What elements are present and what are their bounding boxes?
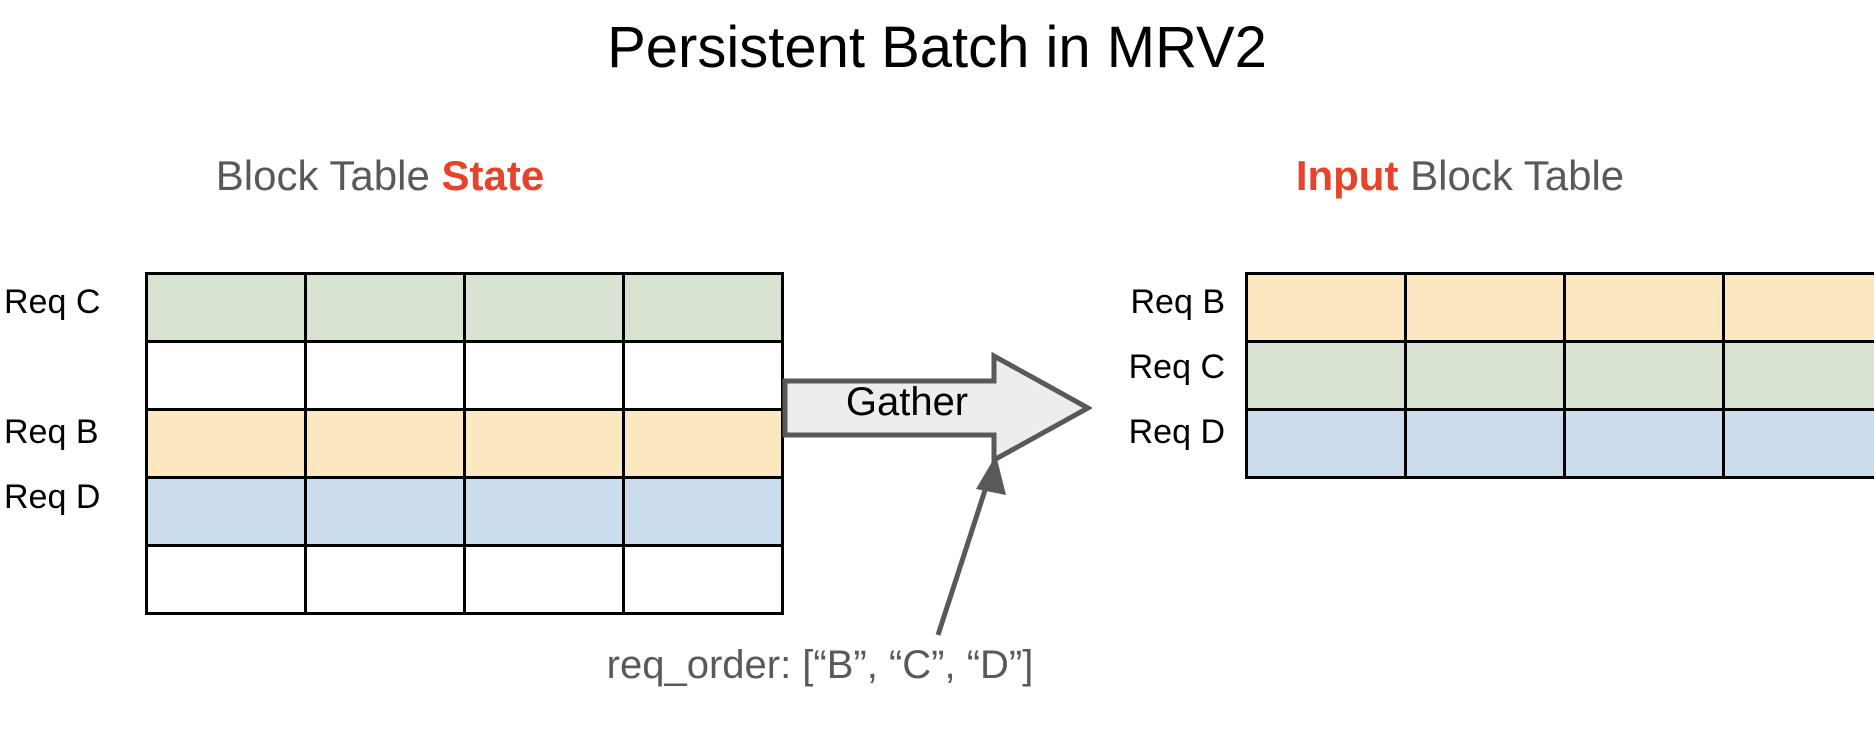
input-cell-r0c1 [1404,272,1566,343]
block-table-input [1245,272,1874,479]
state-cell-r3c3 [622,476,784,547]
table-row [1245,272,1874,343]
table-row [145,476,784,547]
right-heading-suffix: Block Table [1398,152,1625,199]
input-cell-r0c0 [1245,272,1407,343]
table-row [145,408,784,479]
state-cell-r2c3 [622,408,784,479]
gather-arrow [782,352,1092,464]
left-heading-accent: State [441,152,545,199]
input-cell-r1c2 [1563,340,1725,411]
gather-label: Gather [845,380,969,424]
input-cell-r2c2 [1563,408,1725,479]
page-title: Persistent Batch in MRV2 [607,15,1267,80]
input-cell-r0c3 [1722,272,1874,343]
left-panel-heading: Block Table State [120,152,640,200]
table-row [145,272,784,343]
state-cell-r3c1 [304,476,466,547]
state-cell-r3c2 [463,476,625,547]
state-cell-r4c3 [622,544,784,615]
table-row [1245,340,1874,411]
right-panel-heading: Input Block Table [1060,152,1860,200]
req-order-caption: req_order: [“B”, “C”, “D”] [606,643,1034,687]
state-cell-r1c1 [304,340,466,411]
state-cell-r4c2 [463,544,625,615]
input-row-label-req-c: Req C [1128,348,1225,386]
state-cell-r2c2 [463,408,625,479]
block-table-state [145,272,784,615]
state-cell-r2c1 [304,408,466,479]
right-heading-accent: Input [1295,152,1399,199]
input-cell-r1c1 [1404,340,1566,411]
state-cell-r1c2 [463,340,625,411]
state-cell-r0c2 [463,272,625,343]
state-cell-r1c3 [622,340,784,411]
input-cell-r1c3 [1722,340,1874,411]
state-cell-r4c1 [304,544,466,615]
left-heading-prefix: Block Table [215,152,442,199]
state-cell-r2c0 [145,408,307,479]
state-row-label-req-d: Req D [4,478,101,516]
state-cell-r3c0 [145,476,307,547]
req-order-pointer-arrow [900,455,1060,640]
state-cell-r1c0 [145,340,307,411]
table-row [145,340,784,411]
input-cell-r2c3 [1722,408,1874,479]
input-cell-r0c2 [1563,272,1725,343]
input-row-label-req-d: Req D [1128,413,1225,451]
state-cell-r0c1 [304,272,466,343]
state-row-label-req-c: Req C [4,283,101,321]
state-cell-r0c3 [622,272,784,343]
input-cell-r1c0 [1245,340,1407,411]
state-cell-r0c0 [145,272,307,343]
state-row-label-req-b: Req B [4,413,99,451]
input-row-label-req-b: Req B [1130,283,1226,321]
table-row [1245,408,1874,479]
input-cell-r2c1 [1404,408,1566,479]
table-row [145,544,784,615]
state-cell-r4c0 [145,544,307,615]
input-cell-r2c0 [1245,408,1407,479]
